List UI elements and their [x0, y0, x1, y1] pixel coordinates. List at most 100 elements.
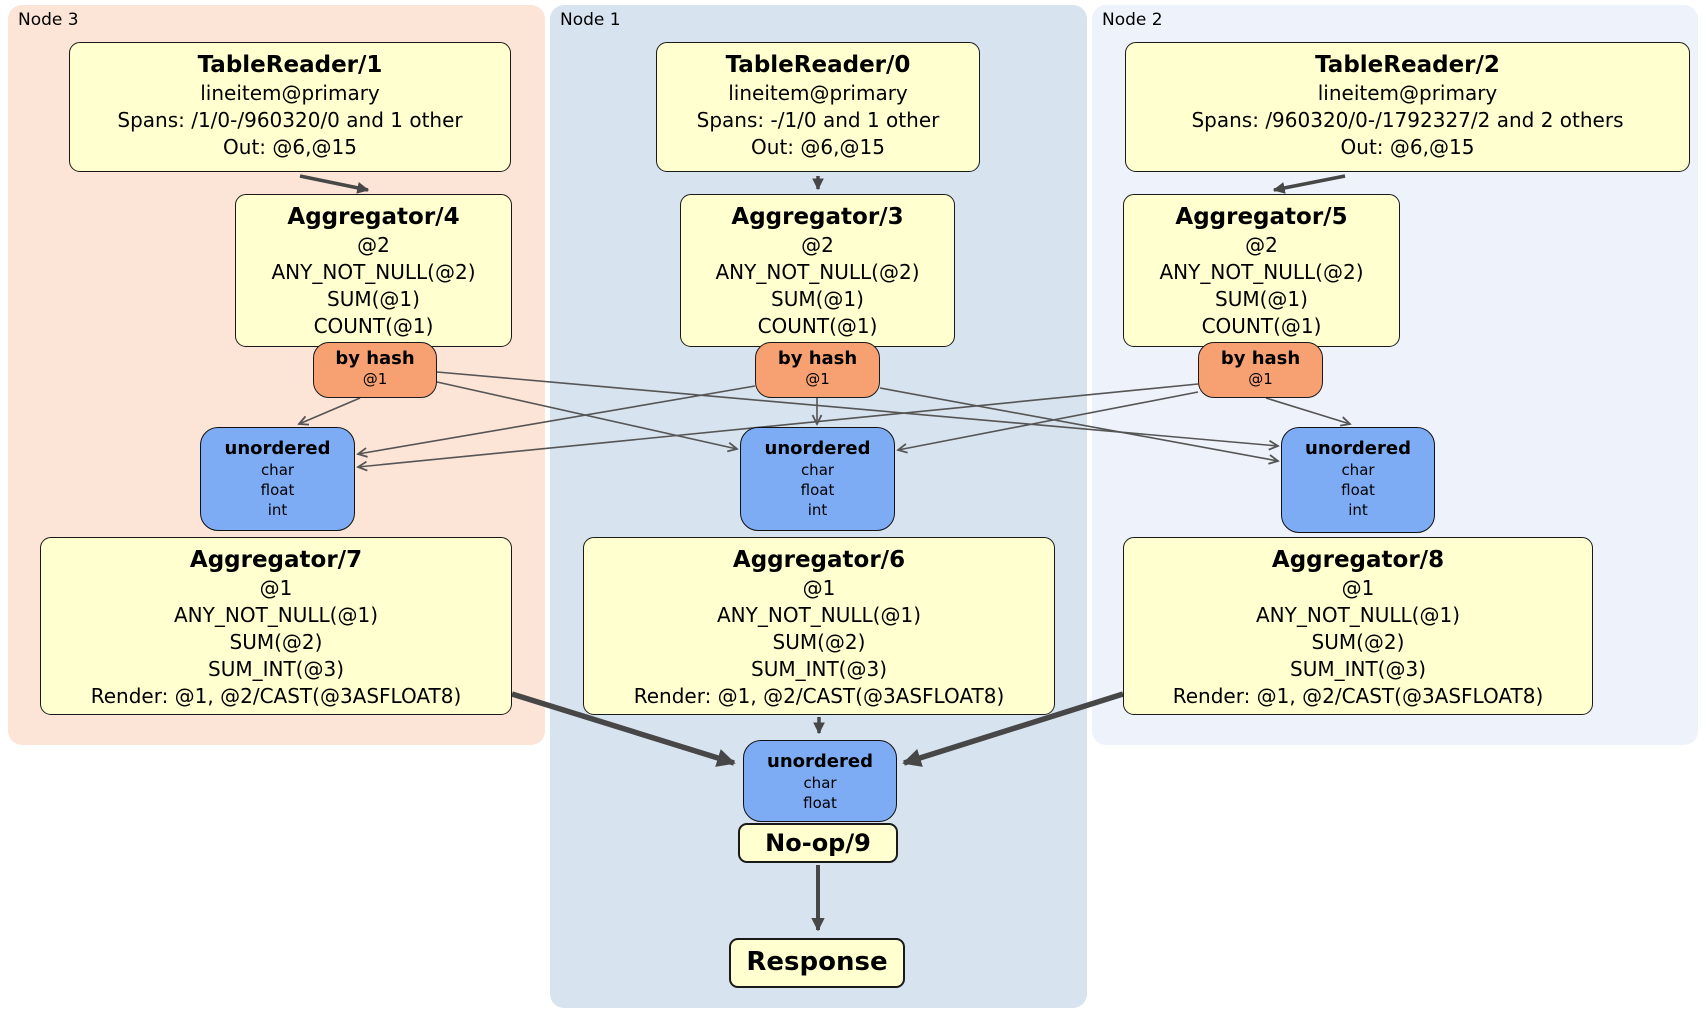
- router-line: @1: [362, 370, 388, 388]
- sync-line: char: [803, 774, 837, 792]
- processor-line: Out: @6,@15: [751, 135, 885, 159]
- processor-line: ANY_NOT_NULL(@2): [1159, 260, 1364, 284]
- processor-line: SUM(@1): [1215, 287, 1308, 311]
- sync-unordered-8: unordered char float int: [1281, 427, 1435, 533]
- processor-line: Spans: -/1/0 and 1 other: [696, 108, 940, 132]
- processor-title: No-op/9: [765, 829, 871, 857]
- sync-unordered-6: unordered char float int: [740, 427, 895, 531]
- edge-hash5-sync7: [358, 383, 1199, 467]
- processor-line: Out: @6,@15: [1340, 135, 1475, 159]
- sync-line: float: [1341, 481, 1375, 499]
- sync-title: unordered: [764, 438, 871, 459]
- edge-hash3-sync8: [879, 387, 1278, 461]
- processor-line: ANY_NOT_NULL(@1): [717, 603, 921, 627]
- router-by-hash-3: by hash @1: [755, 342, 880, 398]
- edge-hash5-sync8: [1265, 397, 1350, 424]
- processor-title: Aggregator/5: [1175, 204, 1348, 230]
- router-line: @1: [805, 370, 830, 388]
- edge-hash3-sync7: [358, 385, 756, 454]
- router-title: by hash: [777, 348, 858, 369]
- processor-aggregator-4: Aggregator/4 @2 ANY_NOT_NULL(@2) SUM(@1)…: [235, 194, 512, 347]
- processor-line: Render: @1, @2/CAST(@3ASFLOAT8): [633, 684, 1005, 708]
- processor-title: Aggregator/8: [1271, 547, 1445, 573]
- processor-tablereader-2: TableReader/2 lineitem@primary Spans: /9…: [1125, 42, 1690, 172]
- sync-title: unordered: [1305, 438, 1411, 459]
- router-by-hash-4: by hash @1: [313, 342, 437, 398]
- processor-line: SUM(@1): [327, 287, 420, 311]
- edge-agg8-syncfinal: [902, 691, 1124, 767]
- sync-unordered-final: unordered char float: [743, 740, 897, 822]
- sync-line: char: [1341, 461, 1375, 479]
- processor-line: ANY_NOT_NULL(@1): [174, 603, 378, 627]
- sync-line: int: [1348, 501, 1368, 519]
- processor-aggregator-3: Aggregator/3 @2 ANY_NOT_NULL(@2) SUM(@1)…: [680, 194, 955, 347]
- processor-line: ANY_NOT_NULL(@2): [715, 260, 920, 284]
- sync-line: float: [260, 481, 295, 499]
- processor-line: COUNT(@1): [313, 314, 434, 338]
- processor-line: SUM_INT(@3): [208, 657, 344, 681]
- node2-label: Node 2: [1102, 10, 1163, 30]
- processor-line: Spans: /960320/0-/1792327/2 and 2 others: [1191, 108, 1624, 132]
- processor-line: SUM(@2): [229, 630, 323, 654]
- sync-title: unordered: [224, 438, 331, 459]
- processor-noop-9: No-op/9: [738, 823, 898, 863]
- processor-aggregator-6: Aggregator/6 @1 ANY_NOT_NULL(@1) SUM(@2)…: [583, 537, 1055, 715]
- processor-line: lineitem@primary: [1317, 81, 1498, 105]
- processor-line: @2: [801, 233, 834, 257]
- processor-line: Render: @1, @2/CAST(@3ASFLOAT8): [1172, 684, 1544, 708]
- processor-line: COUNT(@1): [757, 314, 878, 338]
- processor-title: Aggregator/7: [189, 547, 363, 573]
- router-title: by hash: [335, 348, 415, 369]
- processor-line: Render: @1, @2/CAST(@3ASFLOAT8): [90, 684, 462, 708]
- processor-line: COUNT(@1): [1201, 314, 1322, 338]
- processor-line: SUM(@2): [772, 630, 866, 654]
- processor-line: SUM(@2): [1311, 630, 1405, 654]
- edge-hash5-sync6: [898, 391, 1199, 450]
- processor-line: SUM_INT(@3): [751, 657, 887, 681]
- processor-title: TableReader/1: [197, 52, 383, 78]
- sync-line: int: [807, 501, 828, 519]
- processor-line: @1: [259, 576, 293, 600]
- processor-line: @1: [802, 576, 836, 600]
- sync-unordered-7: unordered char float int: [200, 427, 355, 531]
- router-title: by hash: [1220, 348, 1301, 369]
- sync-line: int: [267, 501, 288, 519]
- sync-title: unordered: [767, 751, 873, 772]
- processor-title: Aggregator/3: [731, 204, 904, 230]
- node3-label: Node 3: [18, 10, 79, 30]
- processor-title: Aggregator/6: [732, 547, 906, 573]
- processor-line: lineitem@primary: [200, 81, 380, 105]
- sync-line: char: [260, 461, 295, 479]
- processor-line: @1: [1341, 576, 1375, 600]
- processor-aggregator-7: Aggregator/7 @1 ANY_NOT_NULL(@1) SUM(@2)…: [40, 537, 512, 715]
- processor-aggregator-5: Aggregator/5 @2 ANY_NOT_NULL(@2) SUM(@1)…: [1123, 194, 1400, 347]
- edge-tr1-agg4: [299, 174, 370, 194]
- edge-hash4-sync7: [299, 397, 361, 424]
- edge-hash4-sync8: [436, 371, 1278, 446]
- sync-line: float: [800, 481, 835, 499]
- sync-line: float: [803, 794, 837, 812]
- processor-line: Spans: /1/0-/960320/0 and 1 other: [117, 108, 463, 132]
- router-by-hash-5: by hash @1: [1198, 342, 1323, 398]
- processor-line: ANY_NOT_NULL(@1): [1256, 603, 1460, 627]
- sync-line: char: [800, 461, 835, 479]
- router-line: @1: [1248, 370, 1273, 388]
- processor-line: Out: @6,@15: [223, 135, 357, 159]
- processor-title: TableReader/0: [725, 52, 911, 78]
- processor-line: SUM_INT(@3): [1290, 657, 1426, 681]
- processor-title: Aggregator/4: [287, 204, 460, 230]
- node1-label: Node 1: [560, 10, 621, 30]
- processor-line: @2: [1245, 233, 1278, 257]
- processor-tablereader-1: TableReader/1 lineitem@primary Spans: /1…: [69, 42, 511, 172]
- edge-agg7-syncfinal: [511, 691, 736, 767]
- edge-tr2-agg5: [1272, 174, 1346, 194]
- processor-line: @2: [357, 233, 390, 257]
- processor-aggregator-8: Aggregator/8 @1 ANY_NOT_NULL(@1) SUM(@2)…: [1123, 537, 1593, 715]
- response-title: Response: [746, 947, 888, 977]
- processor-line: lineitem@primary: [728, 81, 908, 105]
- response-node: Response: [729, 938, 905, 988]
- processor-line: SUM(@1): [771, 287, 864, 311]
- processor-line: ANY_NOT_NULL(@2): [271, 260, 476, 284]
